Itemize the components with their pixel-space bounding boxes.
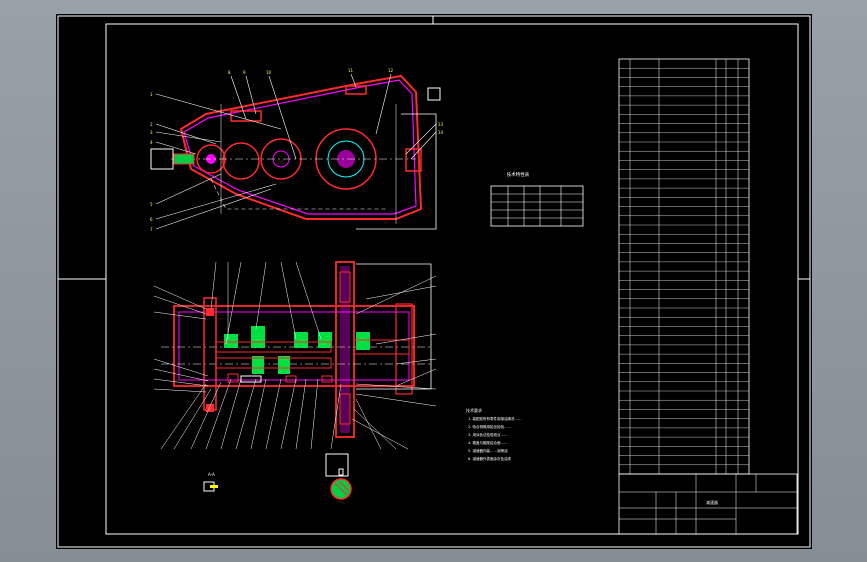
tech-requirement-line: 1. 装配前所有零件用煤油清洗…… [468,416,522,421]
drawing-frame [105,23,799,535]
svg-text:4: 4 [150,140,153,145]
svg-text:7: 7 [150,227,153,232]
svg-text:3: 3 [150,130,153,135]
svg-text:12: 12 [388,68,394,73]
svg-text:9: 9 [243,70,246,75]
svg-text:1: 1 [150,92,153,97]
section-label: A-A [208,472,215,477]
tech-requirement-line: 4. 箱盖与箱座结合面…… [468,440,508,445]
svg-text:2: 2 [150,122,153,127]
tech-requirement-line: 6. 减速器外表面涂灰色油漆 [468,456,511,461]
tech-requirement-line: 3. 用涂色法检验斑点…… [468,432,508,437]
tech-requirement-line: 5. 减速器内装……润滑油 [468,448,508,453]
svg-text:10: 10 [266,70,272,75]
tech-table: 技术特性表 [490,171,584,227]
plan-view: A-A [153,261,437,500]
svg-text:5: 5 [150,202,153,207]
tech-requirements-title: 技术要求 [466,407,482,413]
sheet-border [57,15,811,548]
svg-text:14: 14 [438,130,444,135]
tech-requirements: 技术要求 1. 装配前所有零件用煤油清洗…… 2. 啮合侧隙用铅丝检验…… 3. 用… [466,407,522,461]
tech-requirement-line: 2. 啮合侧隙用铅丝检验…… [468,424,511,429]
svg-text:11: 11 [348,68,354,73]
svg-text:13: 13 [438,122,444,127]
tech-table-title: 技术特性表 [507,171,530,178]
title-block: 减速器 [618,473,798,535]
title-block-name: 减速器 [706,499,718,505]
svg-text:8: 8 [228,70,231,75]
svg-text:6: 6 [150,217,153,222]
parts-list [618,58,750,475]
